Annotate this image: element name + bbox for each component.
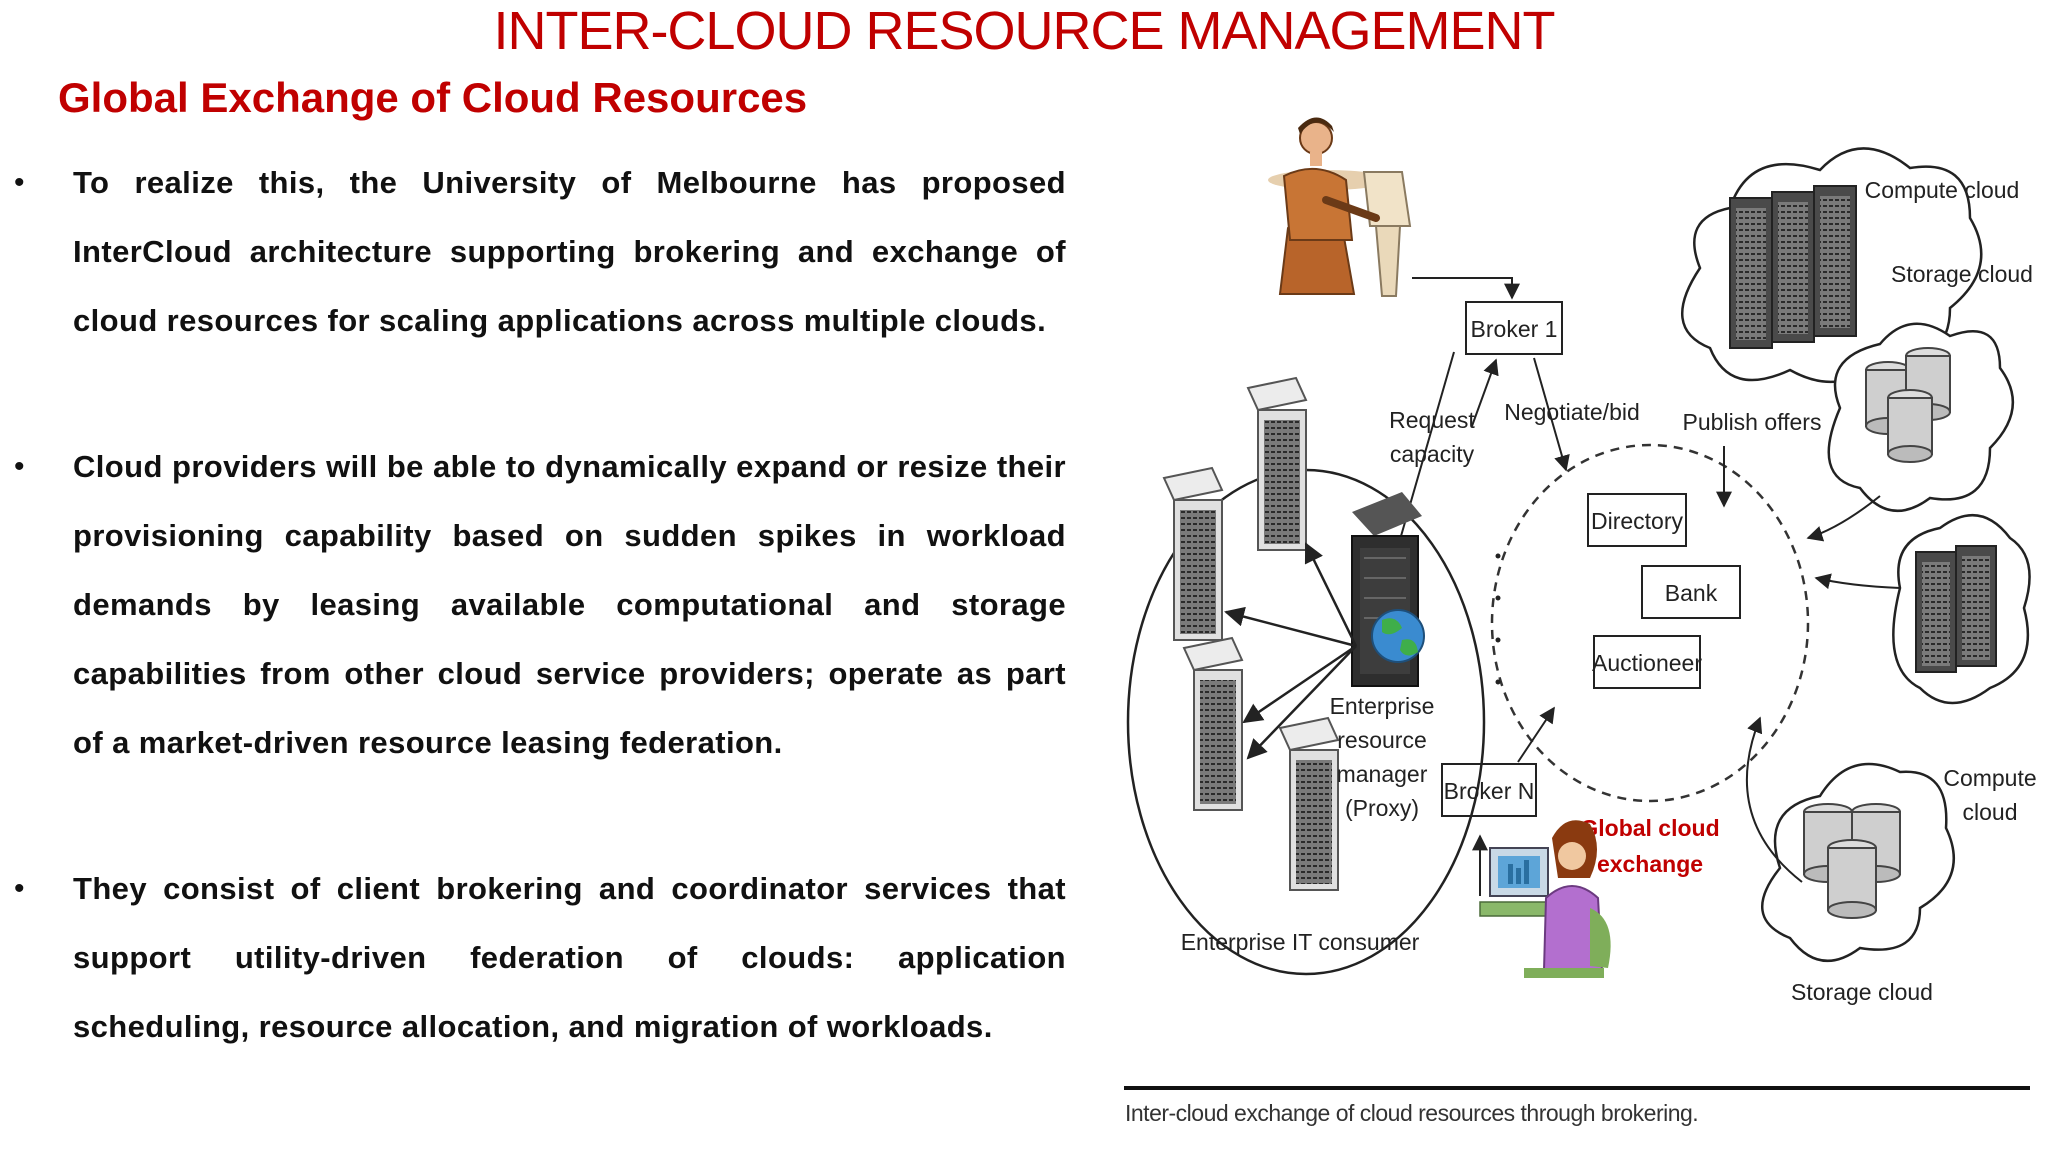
- global-exchange-label-1: Global cloud: [1580, 815, 1719, 841]
- server-icon: [1162, 466, 1224, 641]
- erm-label-2: resource: [1337, 727, 1426, 753]
- publish-offers-label: Publish offers: [1683, 409, 1822, 435]
- server-icon: [1246, 376, 1308, 551]
- bullet-text: They consist of client brokering and coo…: [73, 871, 1066, 1044]
- brokerN-label: Broker N: [1444, 778, 1535, 804]
- server-rack-icon: [1915, 545, 1997, 673]
- diagram-canvas: Broker 1 Request capacity Negotiate/bid …: [1124, 117, 2037, 1090]
- erm-label-4: (Proxy): [1345, 795, 1419, 821]
- directory-label: Directory: [1591, 508, 1684, 534]
- compute-cloud-top-label: Compute cloud: [1865, 177, 2020, 203]
- storage-cloud-bottom-label: Storage cloud: [1791, 979, 1933, 1005]
- erm-label-3: manager: [1337, 761, 1428, 787]
- intercloud-diagram: Broker 1 Request capacity Negotiate/bid …: [1120, 108, 2040, 1148]
- bullet-text: Cloud providers will be able to dynamica…: [73, 449, 1066, 760]
- slide-subtitle: Global Exchange of Cloud Resources: [58, 74, 808, 121]
- auctioneer-label: Auctioneer: [1592, 650, 1702, 676]
- negotiate-bid-label: Negotiate/bid: [1504, 399, 1640, 425]
- bullet-symbol: •: [14, 872, 25, 905]
- compute-cloud-right-label-1: Compute: [1943, 765, 2036, 791]
- bullet-list: • To realize this, the University of Mel…: [0, 148, 1080, 1061]
- broker1-label: Broker 1: [1471, 316, 1558, 342]
- globe-icon: [1371, 609, 1425, 663]
- server-icon: [1278, 716, 1340, 891]
- bank-label: Bank: [1665, 580, 1718, 606]
- compute-cloud-right-label-2: cloud: [1963, 799, 2018, 825]
- brokerN-box: [1441, 763, 1537, 817]
- user-at-computer-icon: [1479, 820, 1611, 978]
- more-brokers-dots: [1495, 553, 1501, 685]
- request-capacity-label-2: capacity: [1390, 441, 1475, 467]
- figure-caption: Inter-cloud exchange of cloud resources …: [1125, 1100, 1699, 1126]
- bullet-item: • They consist of client brokering and c…: [0, 854, 1066, 1061]
- broker1-box: [1465, 301, 1563, 355]
- bullet-symbol: •: [14, 450, 25, 483]
- erm-label-1: Enterprise: [1330, 693, 1435, 719]
- bullet-symbol: •: [14, 166, 25, 199]
- storage-disk-icon: [1803, 803, 1901, 919]
- server-icon: [1182, 636, 1244, 811]
- server-rack-icon: [1729, 185, 1857, 349]
- bullet-text: To realize this, the University of Melbo…: [73, 165, 1066, 338]
- auctioneer-box: [1593, 635, 1701, 689]
- bank-box: [1641, 565, 1741, 619]
- enterprise-consumer-label: Enterprise IT consumer: [1181, 929, 1420, 955]
- global-exchange-label-2: exchange: [1597, 851, 1703, 877]
- business-user-icon: [1268, 117, 1412, 297]
- bullet-item: • Cloud providers will be able to dynami…: [0, 432, 1066, 777]
- slide-title: INTER-CLOUD RESOURCE MANAGEMENT: [493, 1, 1555, 61]
- global-exchange-boundary: [1490, 443, 1810, 803]
- bullet-item: • To realize this, the University of Mel…: [0, 148, 1066, 355]
- storage-cloud-top-label: Storage cloud: [1891, 261, 2033, 287]
- directory-box: [1587, 493, 1687, 547]
- storage-disk-icon: [1865, 347, 1951, 463]
